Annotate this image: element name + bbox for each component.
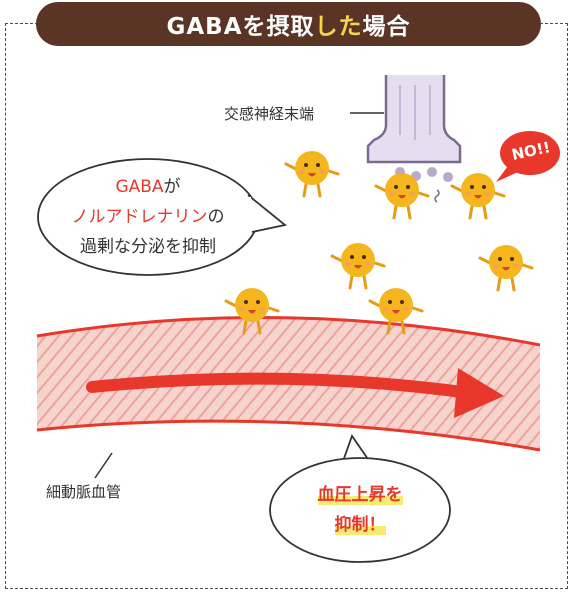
title-post: 場合 <box>362 14 411 40</box>
noradrenaline-word: ノルアドレナリン <box>71 207 208 227</box>
title-highlight: した <box>314 14 363 40</box>
gaba-characters <box>224 149 534 335</box>
nerve-terminal-label: 交感神経末端 <box>224 105 315 123</box>
no-bubble <box>496 131 560 182</box>
gaba-effect-text: 過剰な分泌を抑制 <box>80 237 216 257</box>
bp-bubble <box>269 434 451 563</box>
gaba-word: GABA <box>115 177 164 197</box>
gaba-bubble <box>37 158 288 276</box>
blood-vessel-label: 細動脈血管 <box>46 483 122 501</box>
blood-vessel <box>36 316 541 452</box>
page-title: GABAを摂取した場合 <box>36 2 541 46</box>
vessel-label-line <box>94 452 113 479</box>
gaba-particle: が <box>163 177 181 197</box>
bp-line1: 血圧上昇を <box>317 485 403 505</box>
gaba-bubble-text: GABAが ノルアドレナリンの 過剰な分泌を抑制 <box>48 172 248 262</box>
bp-bubble-text: 血圧上昇を 抑制！ <box>290 480 430 540</box>
title-pre: GABAを摂取 <box>166 14 315 40</box>
bp-line2: 抑制！ <box>334 515 386 535</box>
noradrenaline-particle: の <box>207 207 225 227</box>
